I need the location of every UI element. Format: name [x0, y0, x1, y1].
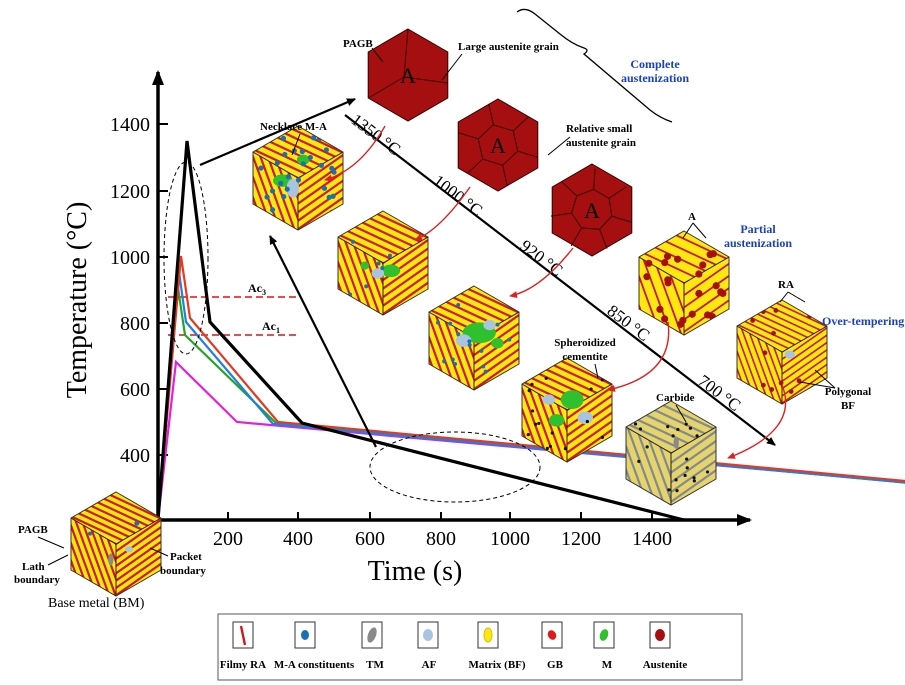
- complete-austenization-2: austenization: [621, 71, 689, 85]
- packet-label-1: Packet: [170, 551, 202, 563]
- grain-a-label: A: [400, 63, 416, 88]
- ac3-label: Ac3: [248, 281, 266, 297]
- legend-label: GB: [547, 659, 564, 671]
- partial-austenization-1: Partial: [740, 222, 776, 236]
- small-grain-label-1: Relative small: [566, 123, 632, 135]
- austenite-grain-hex: A: [457, 98, 539, 192]
- x-tick-label: 1400: [632, 528, 672, 550]
- polygonal-bf-1: Polygonal: [825, 386, 871, 398]
- grain-a-label: A: [490, 133, 506, 158]
- x-tick-label: 600: [355, 528, 385, 550]
- carbide-label: Carbide: [656, 392, 695, 404]
- y-tick-label: 1000: [110, 247, 150, 269]
- legend-label: M: [602, 659, 613, 671]
- legend-item: GB: [541, 621, 564, 671]
- y-tick-label: 400: [120, 445, 150, 467]
- x-axis-title: Time (s): [368, 556, 463, 587]
- necklace-label: Necklace M-A: [260, 121, 327, 133]
- large-grain-label: Large austenite grain: [458, 41, 559, 53]
- partial-austenization-2: austenization: [724, 236, 792, 250]
- annotations: PAGB Large austenite grain Complete aust…: [14, 38, 904, 611]
- x-ticks: 200 400 600 800 1000 1200 1400: [213, 512, 672, 550]
- lath-label-1: Lath: [22, 561, 45, 573]
- curve-1350: [156, 140, 685, 522]
- legend-label: TM: [366, 659, 384, 671]
- grain-a-label: A: [584, 198, 600, 223]
- pagb-label-bm: PAGB: [18, 524, 48, 536]
- austenite-grain-hex: A: [367, 28, 449, 122]
- small-grain-label-2: austenite grain: [566, 137, 636, 149]
- ac-lines: Ac3 Ac1: [168, 281, 296, 336]
- y-tick-label: 1200: [110, 181, 150, 203]
- legend-item: M: [593, 621, 615, 671]
- complete-austenization-1: Complete: [630, 57, 680, 71]
- packet-label-2: boundary: [160, 565, 206, 577]
- legend-item: Austenite: [643, 621, 688, 671]
- x-tick-label: 400: [283, 528, 313, 550]
- cooling-curves: [156, 140, 905, 522]
- x-tick-label: 1000: [490, 528, 530, 550]
- legend-item: TM: [361, 621, 384, 671]
- peak-ellipse: [163, 161, 209, 355]
- x-tick-label: 800: [426, 528, 456, 550]
- legend-item: M-A constituents: [274, 621, 355, 671]
- transformation-arrows: [324, 125, 787, 459]
- polygonal-bf-2: BF: [841, 400, 855, 412]
- y-ticks: 400 600 800 1000 1200 1400: [110, 114, 168, 467]
- legend-label: Filmy RA: [220, 659, 266, 671]
- legend-item: AF: [417, 621, 439, 671]
- arrow-peak-to-pagb: [199, 97, 356, 167]
- x-tick-label: 1200: [561, 528, 601, 550]
- ac1-label: Ac1: [262, 319, 280, 335]
- y-axis-title: Temperature (°C): [62, 202, 93, 399]
- peak-temp-arrow: [344, 114, 776, 446]
- legend-label: Austenite: [643, 659, 688, 671]
- lath-label-2: boundary: [14, 574, 60, 586]
- base-metal-label: Base metal (BM): [48, 596, 145, 611]
- over-tempering-label: Over-tempering: [822, 314, 904, 328]
- cooling-ellipse: [369, 431, 541, 503]
- y-tick-label: 1400: [110, 114, 150, 136]
- legend-label: M-A constituents: [274, 659, 355, 671]
- peak-temp-920: 920 °C: [517, 236, 567, 280]
- pagb-label-top: PAGB: [343, 38, 373, 50]
- arrow-to-necklace: [269, 235, 377, 448]
- legend-label: Matrix (BF): [468, 659, 525, 671]
- complete-bracket: [516, 8, 673, 123]
- a-small-label: A: [688, 211, 696, 223]
- legend-item: Matrix (BF): [468, 621, 526, 671]
- spheroidized-1: Spheroidized: [554, 337, 616, 349]
- y-tick-label: 600: [120, 379, 150, 401]
- x-tick-label: 200: [213, 528, 243, 550]
- legend-label: AF: [422, 659, 437, 671]
- austenite-grains: A A A: [367, 28, 633, 257]
- austenite-grain-hex: A: [550, 163, 633, 257]
- peak-temp-1350: 1350 °C: [348, 110, 404, 159]
- y-tick-label: 800: [120, 313, 150, 335]
- legend-item: Filmy RA: [220, 621, 266, 671]
- ra-label: RA: [778, 279, 794, 291]
- legend: Filmy RA M-A constituents TM AF Matrix (BF) G…: [217, 613, 743, 681]
- curve-1000: [156, 255, 905, 521]
- spheroidized-2: cementite: [562, 351, 607, 363]
- base-metal-hex: [70, 491, 162, 597]
